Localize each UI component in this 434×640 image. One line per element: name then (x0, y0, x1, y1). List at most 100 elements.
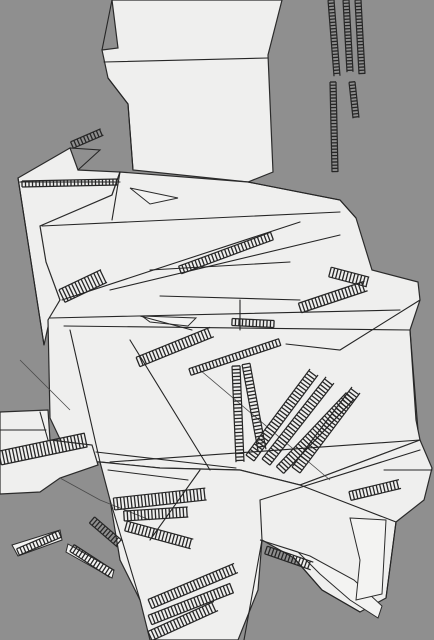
ladder-rung (313, 392, 323, 400)
ladder-rung (173, 604, 179, 615)
ladder-rail (354, 0, 360, 75)
ladder-rung (351, 273, 356, 284)
ladder-rung (204, 362, 209, 370)
ladder-rung (385, 482, 390, 492)
ladder-rung (157, 611, 163, 622)
ladder-rung (133, 495, 137, 508)
ladder-rung (299, 381, 309, 389)
ladder-rung (134, 523, 139, 534)
ladder-rung (345, 271, 349, 282)
ladder-rung (372, 485, 376, 495)
ladder-rung (184, 537, 189, 548)
ladder-rung (306, 373, 315, 381)
ladder-rung (287, 425, 297, 433)
ladder-rail (151, 592, 235, 626)
ladder-rung (290, 555, 295, 564)
ladder-rung (22, 545, 27, 553)
ladder-rung (266, 426, 276, 434)
paper-sliver-2 (140, 315, 198, 327)
ladder-rung (178, 535, 182, 546)
ladder-rung (80, 278, 88, 293)
ladder-rung (280, 551, 285, 560)
ladder-rung (88, 516, 96, 524)
ladder-rung (171, 533, 176, 544)
ladder-rung (188, 368, 192, 376)
ladder-rung (178, 490, 182, 503)
ladder-rung (66, 436, 71, 451)
ladder-rung (83, 277, 91, 291)
ladder-rung (104, 530, 112, 538)
ladder-rung (348, 390, 358, 398)
ladder-rung (182, 615, 188, 625)
ladder-rung (304, 449, 313, 457)
ladder-rung (291, 392, 301, 400)
ladder-rung (293, 463, 303, 471)
ladder-rung (351, 490, 356, 500)
ladder-rung (157, 493, 161, 506)
ladder-rung (150, 597, 156, 608)
ladder-rung (58, 289, 66, 303)
ladder-rung (151, 528, 155, 539)
ladder-rung (241, 362, 251, 366)
ladder-rung (216, 588, 221, 599)
ladder-rung (238, 351, 242, 359)
ladder-rail (261, 376, 327, 460)
ladder-rung (317, 296, 323, 307)
ladder-rung (392, 480, 396, 490)
ladder-rung (312, 438, 322, 446)
ladder-rung (11, 448, 16, 463)
ladder-rung (164, 532, 169, 543)
ladder-rung (126, 510, 129, 521)
ladder-rung (211, 360, 215, 368)
ladder-18 (261, 376, 335, 466)
ladder-rung (292, 448, 301, 457)
ladder-rung (167, 532, 172, 543)
ladder-rung (314, 297, 319, 308)
ladder-rung (248, 400, 258, 404)
ladder-rung (95, 130, 100, 138)
ladder-rung (186, 582, 192, 593)
ladder-rung (93, 272, 101, 287)
ladder-rung (256, 441, 265, 445)
ladder-rung (189, 581, 195, 592)
ladder-rung (115, 539, 122, 547)
ladder-8 (58, 269, 108, 303)
ladder-rung (280, 461, 289, 469)
ladder-rung (41, 537, 46, 545)
ladder-rung (248, 348, 252, 356)
ladder-rung (182, 507, 185, 518)
ladder-rung (221, 357, 225, 365)
ladder-rung (276, 412, 286, 420)
ladder-rung (175, 507, 178, 518)
ladder-rung (217, 251, 222, 260)
ladder-rung (188, 538, 193, 549)
ladder-rung (297, 384, 307, 392)
ladder-rung (140, 525, 145, 536)
ladder-6 (70, 128, 104, 149)
ladder-rung (147, 631, 153, 640)
ladder-rail (245, 368, 311, 456)
ladder-rung (306, 400, 316, 408)
ladder-rung (247, 393, 256, 397)
ladder-rail (181, 239, 274, 275)
ladder-rung (179, 616, 185, 627)
ladder-rung (94, 521, 101, 529)
ladder-rung (145, 353, 151, 363)
ladder-rung (57, 530, 62, 538)
ladder-rung (194, 366, 199, 374)
ladder-rung (147, 599, 153, 609)
ladder-rung (86, 275, 95, 290)
ladder-rung (212, 589, 218, 600)
ladder-rung (4, 449, 9, 464)
ladder-rung (253, 443, 263, 451)
ladder-rung (355, 489, 359, 499)
ladder-rung (352, 109, 359, 112)
ladder-rung (289, 395, 299, 403)
ladder-rung (157, 530, 162, 541)
ladder-rung (360, 282, 366, 292)
ladder-rung (331, 413, 341, 421)
ladder-rung (191, 261, 196, 270)
ladder-rung (135, 357, 141, 367)
ladder-rung (193, 333, 199, 344)
ladder-rail (231, 366, 237, 463)
